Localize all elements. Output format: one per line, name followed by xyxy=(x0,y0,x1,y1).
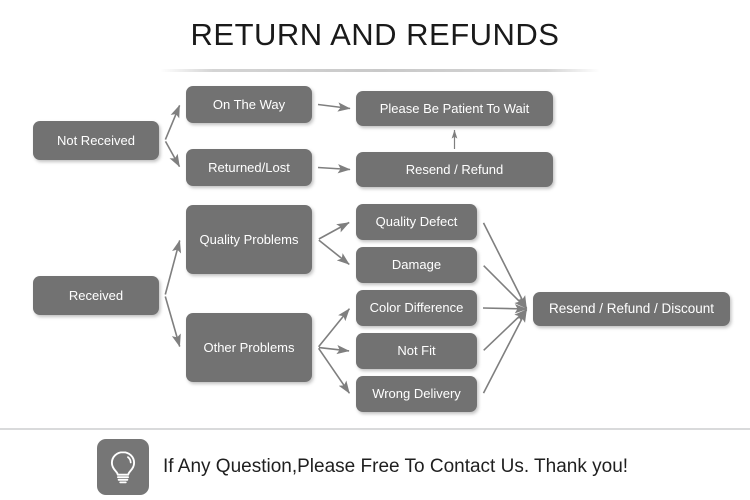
connector xyxy=(164,141,181,168)
page-title: RETURN AND REFUNDS xyxy=(190,17,560,52)
title-divider xyxy=(160,69,600,72)
footer-contact-note: If Any Question,Please Free To Contact U… xyxy=(97,438,628,496)
node-quality-problems: Quality Problems xyxy=(186,205,312,274)
node-color-difference: Color Difference xyxy=(356,290,477,326)
connector xyxy=(482,309,528,394)
connector xyxy=(317,347,351,394)
connector xyxy=(318,239,350,266)
node-other-problems: Other Problems xyxy=(186,313,312,382)
connector xyxy=(164,296,181,348)
connector xyxy=(317,308,351,348)
lightbulb-icon xyxy=(97,439,149,495)
footer-divider xyxy=(0,428,750,430)
node-received: Received xyxy=(33,276,159,315)
connector xyxy=(318,221,350,240)
node-resend-refund-discount: Resend / Refund / Discount xyxy=(533,292,730,326)
connector xyxy=(317,102,351,112)
flowchart-connectors xyxy=(164,102,528,394)
node-quality-defect: Quality Defect xyxy=(356,204,477,240)
footer-text: If Any Question,Please Free To Contact U… xyxy=(163,456,629,477)
connector xyxy=(482,222,528,309)
node-returned-lost: Returned/Lost xyxy=(186,149,312,186)
connector xyxy=(483,309,527,351)
connector xyxy=(164,239,182,295)
connector xyxy=(164,104,181,140)
node-not-received: Not Received xyxy=(33,121,159,160)
node-please-be-patient: Please Be Patient To Wait xyxy=(356,91,553,126)
connector xyxy=(482,304,528,314)
connector xyxy=(483,265,527,309)
connector xyxy=(317,164,351,174)
connector xyxy=(318,344,350,355)
node-resend-refund: Resend / Refund xyxy=(356,152,553,187)
node-on-the-way: On The Way xyxy=(186,86,312,123)
node-damage: Damage xyxy=(356,247,477,283)
node-wrong-delivery: Wrong Delivery xyxy=(356,376,477,412)
node-not-fit: Not Fit xyxy=(356,333,477,369)
